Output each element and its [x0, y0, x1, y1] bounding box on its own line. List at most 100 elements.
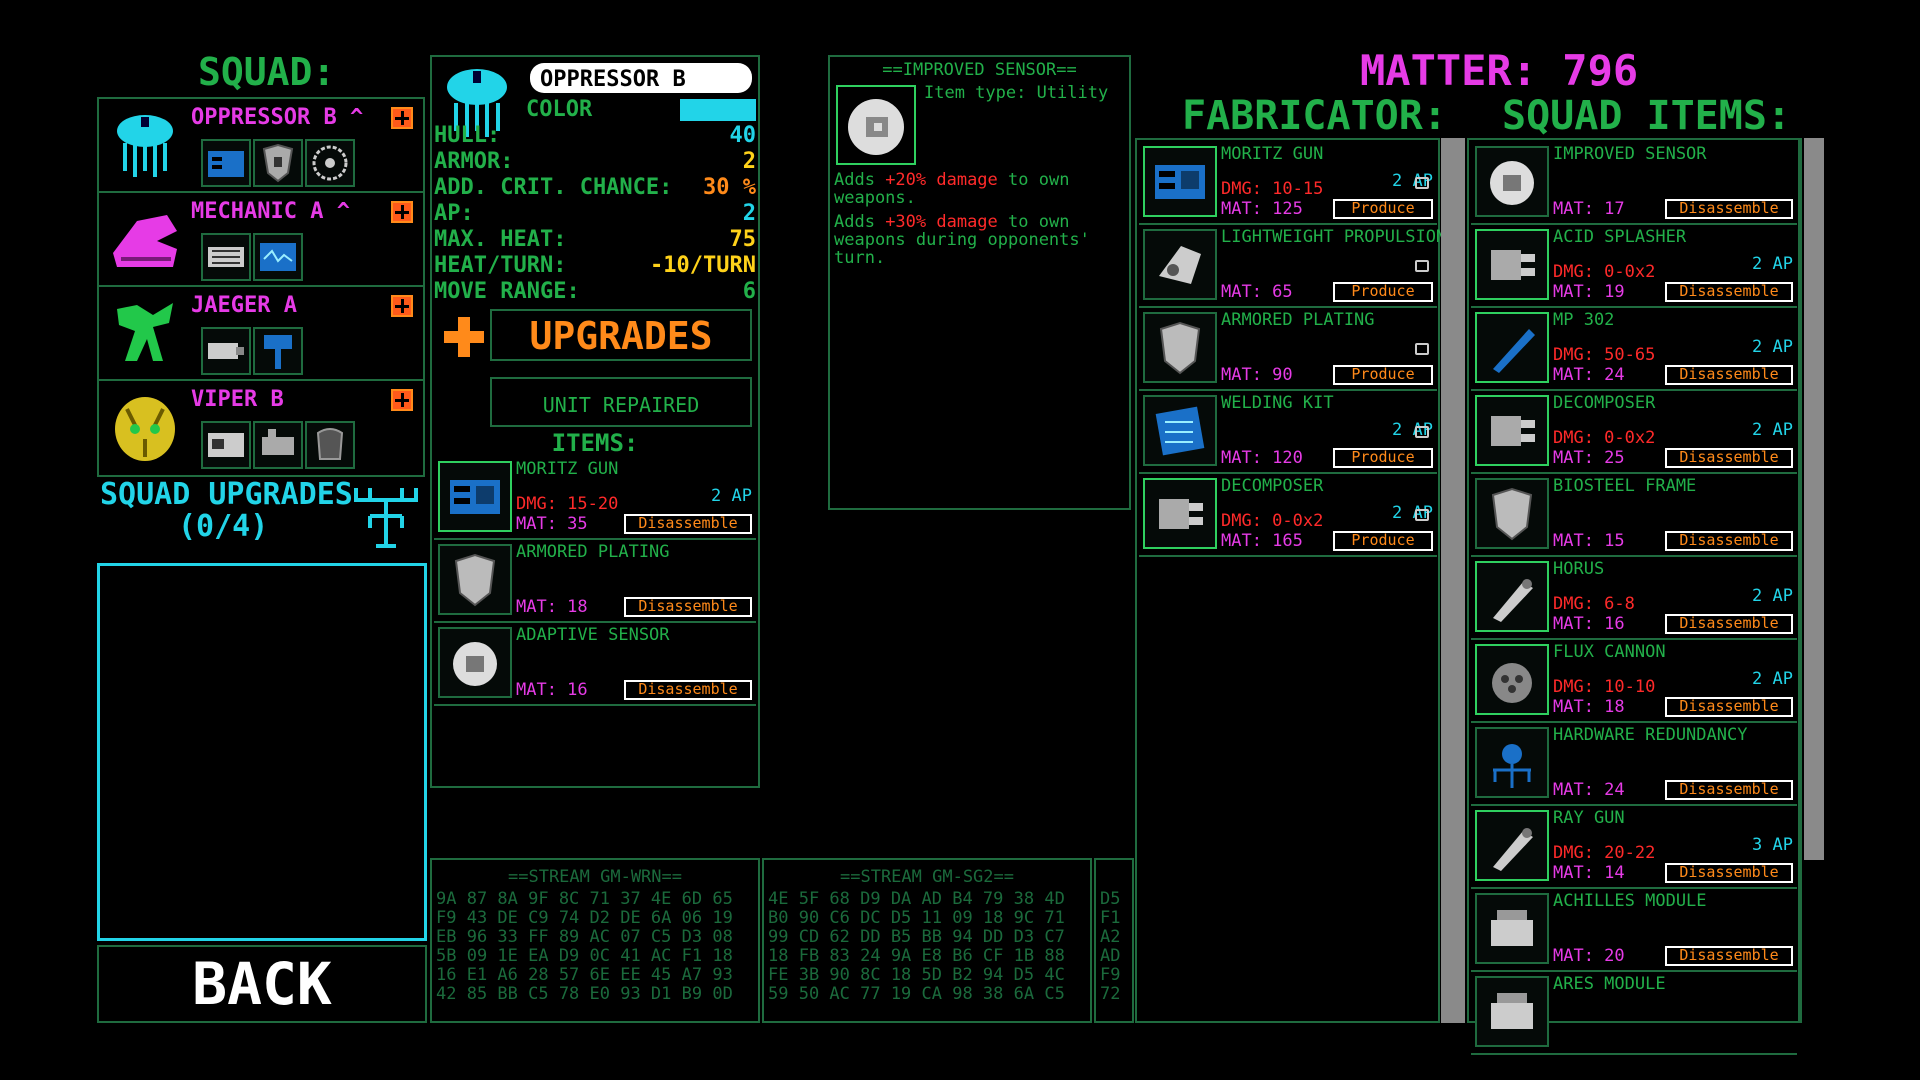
stat-label: AP:	[434, 201, 474, 226]
mp-302-icon	[1475, 312, 1549, 383]
item-name: ARES MODULE	[1553, 974, 1666, 994]
plus-icon[interactable]	[442, 315, 486, 359]
disassemble-button[interactable]: Disassemble	[1665, 863, 1793, 883]
item-name: ARMORED PLATING	[1221, 310, 1375, 330]
item-mat: MAT: 65	[1221, 282, 1293, 302]
add-icon[interactable]	[391, 201, 413, 223]
stream-line: 59 50 AC 77 19 CA 98 38 6A C5	[768, 984, 1065, 1004]
squad_items-item[interactable]: ARES MODULE	[1471, 972, 1797, 1055]
unit-name-field[interactable]: OPPRESSOR B	[530, 63, 752, 93]
stat-value: -10/TURN	[650, 253, 756, 278]
stat-value: 75	[729, 227, 757, 252]
item-name: ARMORED PLATING	[516, 542, 670, 562]
produce-button[interactable]: Produce	[1333, 282, 1433, 302]
disassemble-button[interactable]: Disassemble	[1665, 531, 1793, 551]
disassemble-button[interactable]: Disassemble	[624, 597, 752, 617]
item-mat: MAT: 17	[1553, 199, 1625, 219]
squad-unit-mechanic[interactable]: MECHANIC A ^	[99, 193, 423, 287]
disassemble-button[interactable]: Disassemble	[1665, 282, 1793, 302]
hardware-redundancy-icon	[1475, 727, 1549, 798]
item-name: HARDWARE REDUNDANCY	[1553, 725, 1748, 745]
item-mat: MAT: 15	[1553, 531, 1625, 551]
squad-upgrades-label[interactable]: SQUAD UPGRADES	[100, 477, 353, 512]
lock-icon	[1415, 177, 1429, 189]
gun-icon	[201, 233, 251, 281]
stream-sg2-panel: ==STREAM GM-SG2== 4E 5F 68 D9 DA AD B4 7…	[762, 858, 1092, 1023]
stat-row: ARMOR:2	[434, 149, 756, 175]
disassemble-button[interactable]: Disassemble	[1665, 614, 1793, 634]
detail-desc-2: Adds +30% damage to own weapons during o…	[834, 212, 1090, 268]
disassemble-button[interactable]: Disassemble	[1665, 365, 1793, 385]
stat-value: 40	[729, 123, 757, 148]
produce-button[interactable]: Produce	[1333, 199, 1433, 219]
mechanic-portrait	[107, 201, 183, 277]
color-swatch[interactable]	[680, 99, 756, 121]
disassemble-button[interactable]: Disassemble	[1665, 448, 1793, 468]
squad-unit-jaeger[interactable]: JAEGER A	[99, 287, 423, 381]
tree-icon[interactable]	[350, 484, 422, 554]
decomposer-icon	[1143, 478, 1217, 549]
item-ap: 3 AP	[1752, 835, 1793, 855]
produce-button[interactable]: Produce	[1333, 531, 1433, 551]
back-button[interactable]: BACK	[97, 945, 427, 1023]
item-name: HORUS	[1553, 559, 1605, 579]
stat-row: MOVE RANGE:6	[434, 279, 756, 305]
item-name: MORITZ GUN	[1221, 144, 1324, 164]
add-icon[interactable]	[391, 389, 413, 411]
upgrades-button[interactable]: UPGRADES	[490, 309, 752, 361]
improved-sensor-icon	[836, 85, 916, 165]
fabricator-title: FABRICATOR:	[1182, 93, 1447, 139]
acid-splasher-icon	[1475, 229, 1549, 300]
stream-line: F1	[1100, 908, 1121, 928]
improved-sensor-icon	[1475, 146, 1549, 217]
disassemble-button[interactable]: Disassemble	[624, 680, 752, 700]
add-icon[interactable]	[391, 107, 413, 129]
squad-unit-oppressor[interactable]: OPPRESSOR B ^	[99, 99, 423, 193]
disassemble-button[interactable]: Disassemble	[624, 514, 752, 534]
add-icon[interactable]	[391, 295, 413, 317]
stat-label: HULL:	[434, 123, 501, 148]
disassemble-button[interactable]: Disassemble	[1665, 697, 1793, 717]
back-label: BACK	[192, 950, 332, 1018]
produce-button[interactable]: Produce	[1333, 448, 1433, 468]
item-mat: MAT: 19	[1553, 282, 1625, 302]
stream-line: 72	[1100, 984, 1121, 1004]
disassemble-button[interactable]: Disassemble	[1665, 199, 1793, 219]
item-name: RAY GUN	[1553, 808, 1625, 828]
fabricator-scrollbar[interactable]	[1441, 138, 1465, 1023]
disassemble-button[interactable]: Disassemble	[1665, 946, 1793, 966]
sensor-icon	[305, 139, 355, 187]
item-ap: 2 AP	[1392, 503, 1433, 523]
stream-line: AD	[1100, 946, 1121, 966]
unit-portrait	[440, 63, 514, 143]
stream-line: A2	[1100, 927, 1121, 947]
produce-button[interactable]: Produce	[1333, 365, 1433, 385]
squad-items-scroll-track[interactable]	[1800, 138, 1824, 1023]
squad-items-scroll-thumb[interactable]	[1804, 138, 1824, 860]
squad-unit-viper[interactable]: VIPER B	[99, 381, 423, 473]
stat-label: HEAT/TURN:	[434, 253, 567, 278]
adaptive-sensor-icon	[438, 627, 512, 698]
item-ap: 2 AP	[1392, 171, 1433, 191]
stat-row: AP:2	[434, 201, 756, 227]
disassemble-button[interactable]: Disassemble	[1665, 780, 1793, 800]
